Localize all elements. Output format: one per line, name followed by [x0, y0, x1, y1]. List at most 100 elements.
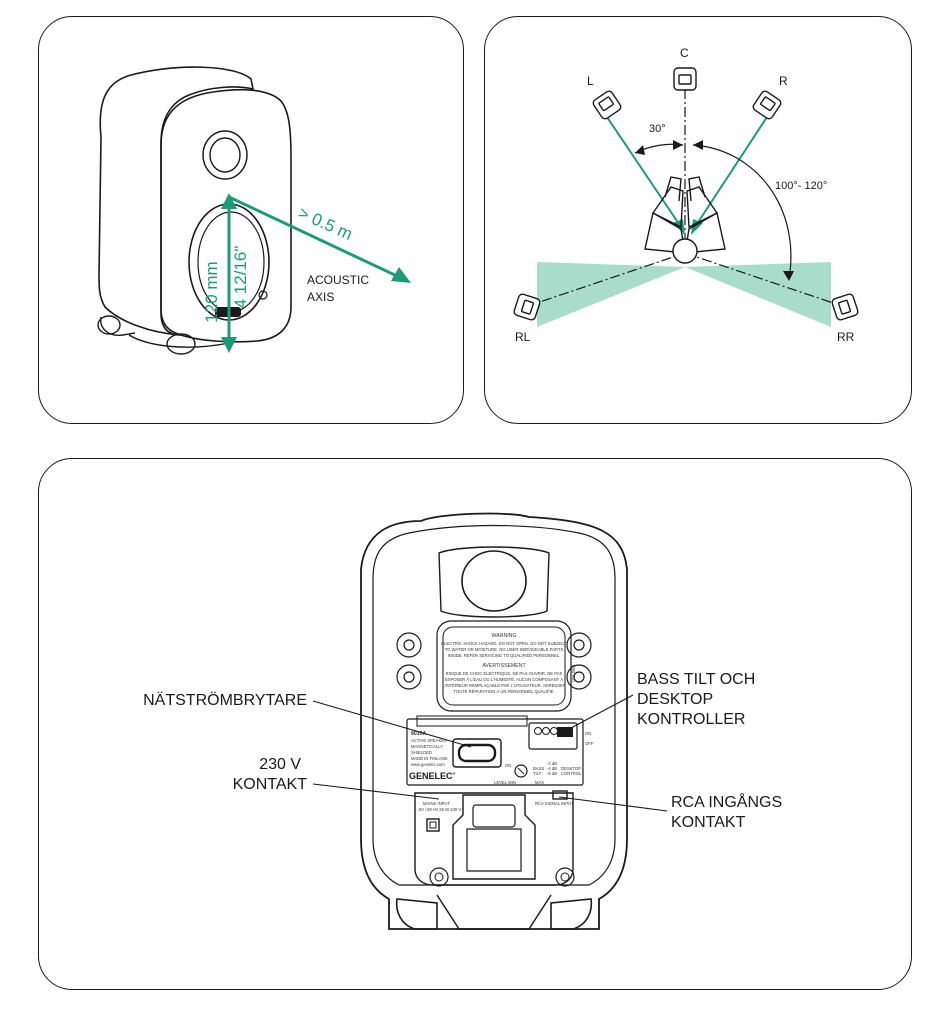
screw-right [555, 867, 575, 887]
speaker-left-icon [592, 90, 622, 120]
level-min-label: LEVEL MIN [494, 780, 516, 785]
avert-line-2: EXPOSER À L'EAU OU L'HUMIDITÉ. AUCUN COM… [445, 677, 563, 682]
front-angle-label: 30° [649, 123, 666, 135]
avert-line-3: L'INTÉRIEUR REMPLAÇABLE PAR L'UTILISATEU… [442, 683, 566, 688]
model-line-3: SHIELDED [411, 750, 432, 755]
acoustic-axis-label-2: AXIS [307, 290, 334, 304]
speaker-rear-panel: WARNING ELECTRIC SHOCK HAZARD. DO NOT OP… [38, 458, 912, 990]
listener-head [672, 238, 698, 264]
bass-port [461, 550, 527, 612]
stand-center [436, 894, 552, 930]
control-small-label: CONTROL [561, 771, 582, 776]
rear-right-beam [685, 262, 831, 327]
mains-input-label: MAINS INPUT [423, 801, 450, 806]
mains-rating-label: 50 / 60 Hz 25 W 230 V~ [419, 807, 464, 812]
cabinet-inner-outline [372, 524, 616, 886]
model-label: 8010A [411, 731, 427, 737]
cabinet-outline [360, 512, 628, 930]
rca-callout-1: RCA INGÅNGS [671, 792, 782, 811]
tilt-label: TILT [533, 771, 542, 776]
avert-line-4: TOUTE RÉPARATION À UN PERSONNEL QUALIFIÉ… [453, 689, 554, 694]
clamp-head [472, 804, 516, 828]
foot-bar [128, 334, 230, 348]
bass-callout-1: BASS TILT OCH [637, 671, 755, 688]
cabinet-side [98, 66, 255, 336]
clamp-body [466, 828, 522, 872]
desktop-small-label: DESKTOP [561, 766, 581, 771]
warning-line-3: INSIDE. REFER SERVICING TO QUALIFIED PER… [448, 653, 561, 658]
stand-left [395, 898, 438, 930]
rca-input-small-label: RCA SIGNAL INPUT [535, 801, 574, 806]
brand-logo: GENELEC® [409, 771, 456, 781]
power-switch-callout: NÄTSTRÖMBRYTARE [143, 691, 307, 709]
front-angle-arrow-2 [673, 140, 683, 150]
mounting-holes [396, 632, 592, 690]
front-foot [97, 315, 121, 335]
speaker-center-label: C [680, 46, 689, 60]
screw-right-head [560, 872, 570, 882]
rear-angle-arc [692, 144, 792, 280]
level-knob[interactable] [514, 764, 528, 778]
rca-callout-2: KONTAKT [671, 814, 746, 831]
warning-label [442, 626, 566, 706]
warning-label-frame [436, 620, 572, 712]
speaker-rear-right-label: RR [837, 330, 855, 344]
port-recess [438, 546, 550, 618]
power-on-label: ON [505, 763, 511, 768]
control-plate [406, 718, 584, 786]
power-switch-housing [452, 738, 502, 768]
speaker-center-icon [673, 67, 697, 91]
rca-socket[interactable] [552, 790, 568, 800]
speaker-rear-right-icon [831, 293, 859, 321]
center-foot [166, 333, 196, 355]
db-label-3: -6 dB [547, 771, 557, 776]
avertissement-title: AVERTISSEMENT [482, 663, 526, 669]
surround-layout-panel: 30° 100°- 120° L C R RL RR [484, 16, 912, 424]
dip-screw-2 [542, 727, 550, 735]
mains-socket[interactable] [426, 818, 440, 832]
rear-left-beam [537, 262, 685, 327]
db-label-2: -4 dB [547, 766, 557, 771]
dip-switches[interactable] [557, 727, 573, 737]
listener-chair [644, 176, 726, 254]
dip-screw-1 [534, 727, 542, 735]
led-indicator [258, 290, 268, 300]
tweeter-outer [202, 130, 248, 180]
warning-title: WARNING [492, 633, 517, 639]
warning-line-2: TO WATER OR MOISTURE. NO USER SERVICEABL… [445, 647, 564, 652]
db-label-1: -2 dB [547, 761, 557, 766]
level-max-label: MAX [535, 780, 544, 785]
iso-label: ISO 9001 [571, 663, 576, 681]
dimension-arrows [221, 193, 411, 353]
avert-line-1: RISQUE DE CHOC ÉLECTRIQUE. NE PAS OUVRIR… [446, 671, 563, 676]
tweeter-dome [209, 137, 241, 173]
mains-callout-2: KONTAKT [233, 776, 308, 793]
bass-callout-3: KONTROLLER [637, 711, 745, 728]
distance-label: > 0.5 m [295, 203, 355, 244]
model-line-5: www.genelec.com [411, 762, 445, 767]
speaker-right-icon [752, 90, 782, 120]
height-inch-label: 4 12/16" [231, 246, 250, 309]
power-switch[interactable] [457, 743, 497, 763]
dip-switch-block [528, 722, 578, 750]
mains-socket-inner [429, 821, 437, 829]
front-speaker-lines [606, 116, 768, 235]
surround-layout-diagram: 30° 100°- 120° L C R RL RR [513, 46, 859, 344]
callout-lines [312, 694, 668, 812]
axis-lines [524, 89, 846, 308]
bass-tilt-label: BASS [533, 766, 544, 771]
cabinet-front [160, 88, 292, 343]
rear-angle-arrow-2 [783, 271, 794, 281]
mains-callout-1: 230 V [259, 756, 301, 773]
serial-sticker [416, 715, 528, 727]
model-line-2: MAGNETICALLY [411, 744, 443, 749]
speaker-front-panel: 120 mm 4 12/16" > 0.5 m ACOUSTIC AXIS [38, 16, 464, 424]
front-angle-arrow [635, 145, 645, 155]
speaker-rear-left-label: RL [515, 330, 531, 344]
screw-left [429, 867, 449, 887]
level-knob-slot [517, 767, 525, 775]
rear-angle-label: 100°- 120° [775, 180, 827, 192]
bass-callout-2: DESKTOP [637, 691, 713, 708]
speaker-rear-left-icon [513, 293, 541, 321]
height-mm-label: 120 mm [202, 261, 221, 322]
